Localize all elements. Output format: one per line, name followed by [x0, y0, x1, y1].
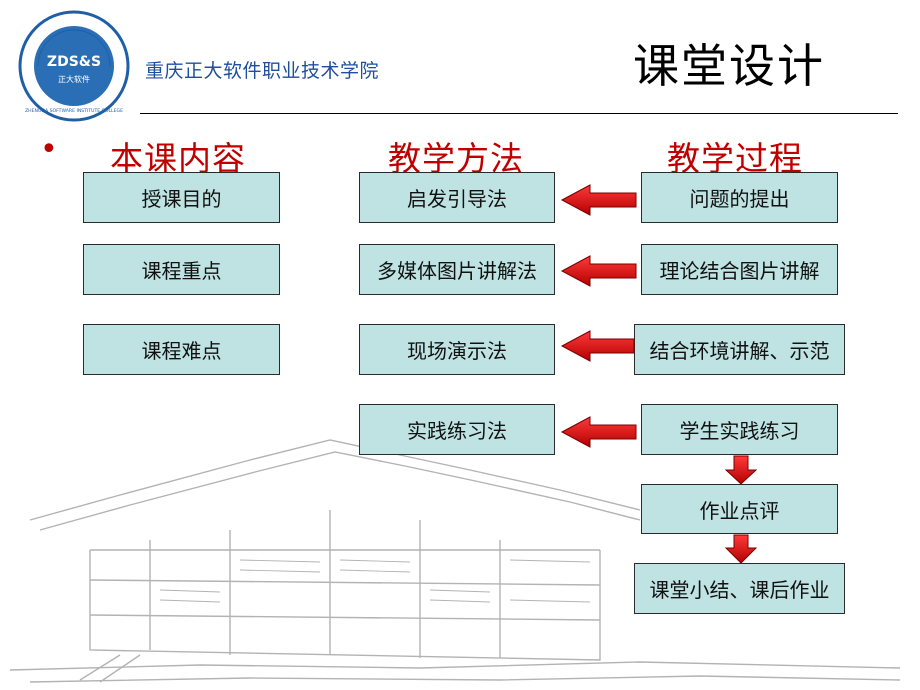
process-box-summary: 课堂小结、课后作业	[634, 563, 845, 614]
slide-title: 课堂设计	[633, 39, 825, 93]
method-box-heuristic: 启发引导法	[359, 172, 555, 223]
column-title-content: 本课内容	[110, 139, 246, 178]
logo-subtext: 正大软件	[58, 74, 90, 84]
content-box-key-points: 课程重点	[83, 244, 280, 295]
logo-ring-text: ZHENGDA SOFTWARE INSTITUTE COLLEGE	[25, 108, 123, 114]
header-divider	[140, 113, 898, 114]
process-box-homework-review: 作业点评	[641, 484, 838, 534]
process-box-theory: 理论结合图片讲解	[641, 244, 838, 295]
column-title-process: 教学过程	[667, 139, 803, 178]
school-name: 重庆正大软件职业技术学院	[145, 60, 380, 82]
process-box-question: 问题的提出	[641, 172, 838, 223]
content-box-objective: 授课目的	[83, 172, 280, 223]
column-title-method: 教学方法	[388, 139, 524, 178]
method-box-multimedia: 多媒体图片讲解法	[359, 244, 555, 295]
method-box-practice: 实践练习法	[359, 404, 555, 455]
process-box-environment: 结合环境讲解、示范	[634, 324, 845, 375]
left-arrow-icon	[560, 184, 637, 216]
content-box-difficulties: 课程难点	[83, 324, 280, 375]
college-logo: ZDS&S 正大软件 ZHENGDA SOFTWARE INSTITUTE CO…	[18, 10, 130, 122]
bullet-marker: •	[40, 132, 58, 167]
building-sketch-illustration	[9, 439, 901, 683]
left-arrow-icon	[560, 330, 635, 362]
method-box-demonstration: 现场演示法	[359, 324, 555, 375]
left-arrow-icon	[560, 255, 637, 287]
logo-text: ZDS&S	[47, 54, 101, 70]
process-box-student-practice: 学生实践练习	[641, 404, 838, 455]
